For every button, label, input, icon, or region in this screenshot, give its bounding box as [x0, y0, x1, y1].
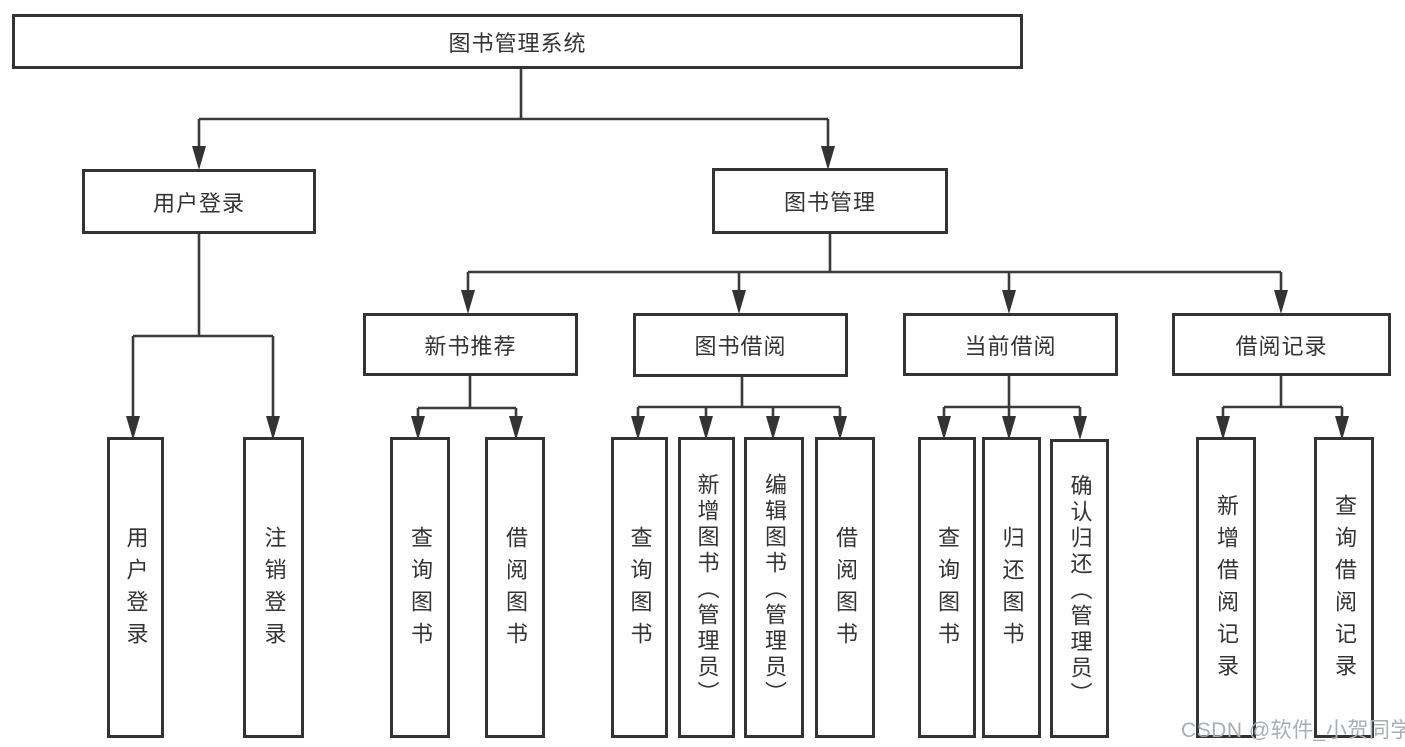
leaf-borrow-books: 借阅图书	[815, 437, 875, 738]
leaf-confirm-return-admin: 确认归还（管理员）	[1050, 439, 1109, 738]
node-borrow-records: 借阅记录	[1172, 313, 1391, 376]
leaf-return-books: 归还图书	[982, 437, 1041, 738]
node-current-borrow: 当前借阅	[903, 313, 1118, 376]
arrowheads	[126, 146, 1349, 440]
leaf-user-login: 用户登录	[107, 437, 164, 738]
leaf-query-borrow-record: 查询借阅记录	[1314, 437, 1374, 738]
leaf-add-books-admin: 新增图书（管理员）	[678, 437, 735, 738]
node-book-management: 图书管理	[712, 168, 948, 234]
leaf-add-borrow-record: 新增借阅记录	[1196, 437, 1256, 738]
node-root: 图书管理系统	[12, 14, 1023, 69]
node-new-book-recommend: 新书推荐	[363, 313, 578, 376]
node-book-borrow: 图书借阅	[633, 313, 848, 377]
leaf-edit-books-admin: 编辑图书（管理员）	[744, 437, 804, 738]
leaf-borrow-books-recommend: 借阅图书	[485, 437, 545, 738]
leaf-query-books-current: 查询图书	[918, 437, 976, 738]
leaf-logout: 注销登录	[243, 437, 304, 738]
watermark: CSDN @软件_小贺同学	[1181, 719, 1405, 742]
node-user-login: 用户登录	[82, 169, 316, 234]
leaf-query-books-borrow: 查询图书	[611, 437, 668, 738]
leaf-query-books-recommend: 查询图书	[390, 437, 450, 738]
